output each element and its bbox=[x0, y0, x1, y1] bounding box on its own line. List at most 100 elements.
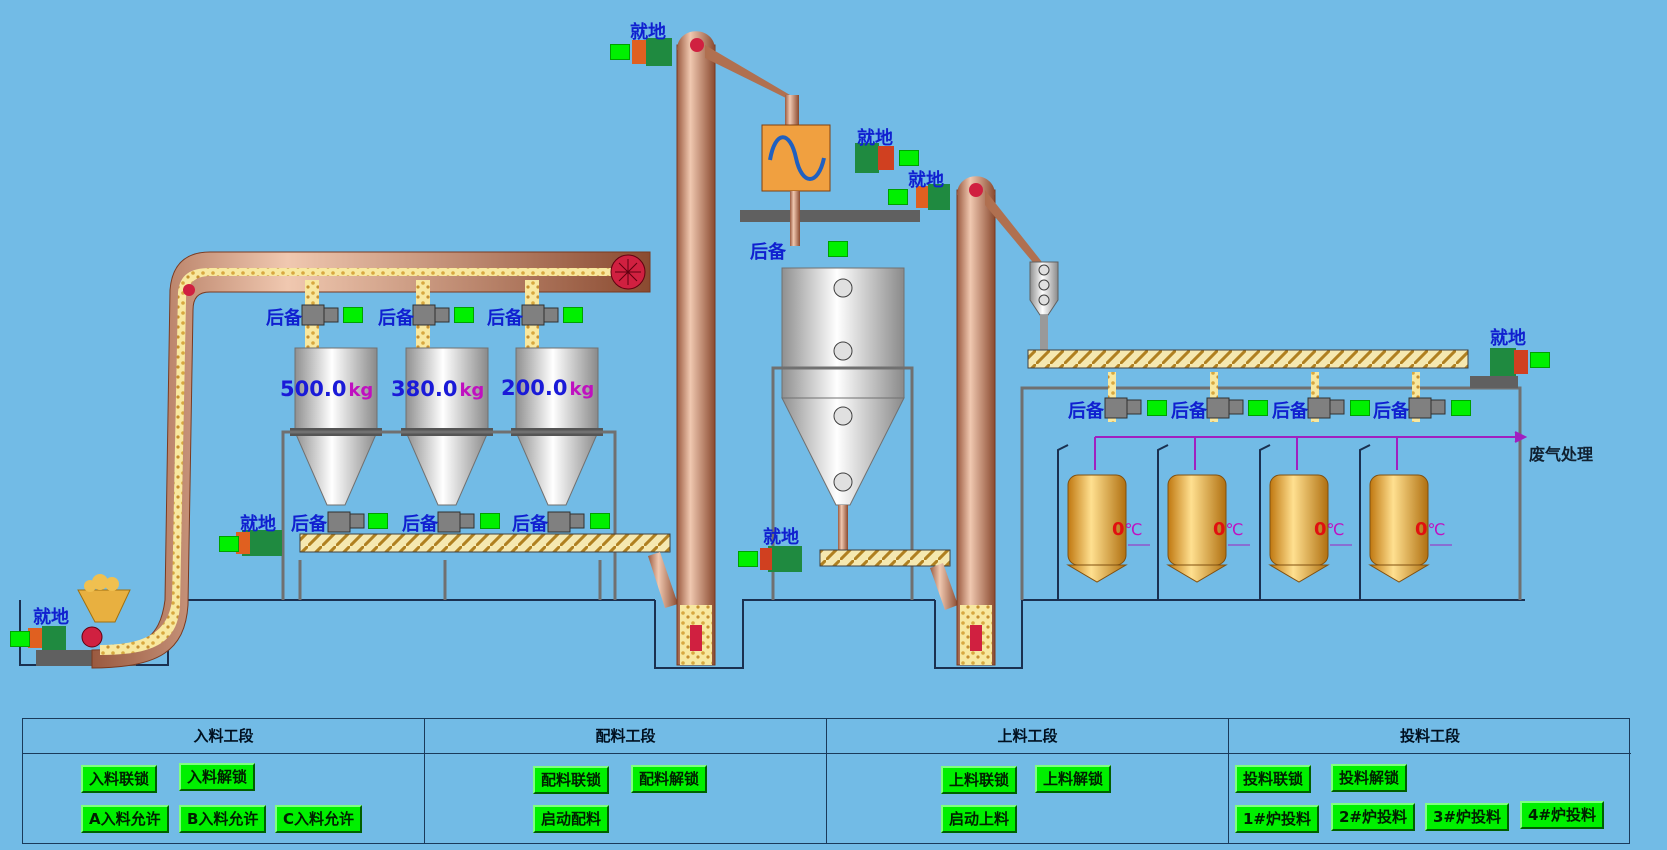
hopper-3-weight-value: 200.0 bbox=[501, 376, 568, 400]
control-panel: 入料工段 入料联锁 入料解锁 A入料允许 B入料允许 C入料允许 配料工段 配料… bbox=[22, 718, 1631, 844]
section-lifting-title: 上料工段 bbox=[827, 719, 1228, 754]
hopper-2-weight-unit: kg bbox=[459, 380, 485, 401]
batching-motor-status[interactable] bbox=[219, 536, 239, 552]
b-intake-allow-button[interactable]: B入料允许 bbox=[179, 805, 267, 833]
valve-mixer-outlet-status[interactable] bbox=[828, 241, 848, 257]
intake-motor-status[interactable] bbox=[10, 631, 30, 647]
hopper-2 bbox=[401, 280, 493, 506]
backup-label-furnace-4: 后备 bbox=[1373, 401, 1409, 422]
exhaust-label: 废气处理 bbox=[1529, 445, 1594, 464]
floor-lines bbox=[19, 599, 1525, 669]
valve-furnace-1-status[interactable] bbox=[1147, 400, 1167, 416]
hopper-1-weight-unit: kg bbox=[348, 380, 374, 401]
feeding-screw-motor-status[interactable] bbox=[1530, 352, 1550, 368]
valve-hopper-2-top-status[interactable] bbox=[454, 307, 474, 323]
section-intake: 入料工段 入料联锁 入料解锁 A入料允许 B入料允许 C入料允许 bbox=[23, 719, 425, 843]
hopper-1-weight-value: 500.0 bbox=[280, 377, 347, 401]
furnace-1-temp-unit: ℃ bbox=[1124, 520, 1143, 539]
elevator-2-motor-status[interactable] bbox=[888, 189, 908, 205]
main-elevator-2 bbox=[916, 176, 1042, 666]
backup-label-hopper-2-top: 后备 bbox=[378, 308, 414, 329]
local-label-silo-screw: 就地 bbox=[763, 527, 799, 548]
backup-label-hopper-3-top: 后备 bbox=[487, 308, 523, 329]
furnace-3-temp-unit: ℃ bbox=[1326, 520, 1345, 539]
backup-label-hopper-2-bottom: 后备 bbox=[402, 514, 438, 535]
valve-hopper-3-top-status[interactable] bbox=[563, 307, 583, 323]
c-intake-allow-button[interactable]: C入料允许 bbox=[275, 805, 363, 833]
intake-interlock-button[interactable]: 入料联锁 bbox=[81, 765, 158, 793]
process-diagram bbox=[19, 31, 1528, 669]
local-label-elevator-1: 就地 bbox=[630, 22, 666, 43]
start-batching-button[interactable]: 启动配料 bbox=[533, 805, 610, 833]
local-label-intake: 就地 bbox=[33, 607, 69, 628]
lifting-interlock-button[interactable]: 上料联锁 bbox=[941, 766, 1018, 794]
furnace-4-temp-unit: ℃ bbox=[1427, 520, 1446, 539]
lifting-unlock-button[interactable]: 上料解锁 bbox=[1035, 765, 1112, 793]
furnace-3-feed-button[interactable]: 3#炉投料 bbox=[1425, 803, 1510, 831]
feeding-unlock-button[interactable]: 投料解锁 bbox=[1331, 764, 1408, 792]
main-elevator-1 bbox=[632, 31, 790, 666]
intake-unlock-button[interactable]: 入料解锁 bbox=[179, 763, 256, 791]
batching-interlock-button[interactable]: 配料联锁 bbox=[533, 766, 610, 794]
feeding-screw-conveyor bbox=[1020, 348, 1528, 600]
backup-label-mixer-outlet: 后备 bbox=[750, 242, 786, 263]
valve-hopper-1-top-status[interactable] bbox=[343, 307, 363, 323]
furnace-4-feed-button[interactable]: 4#炉投料 bbox=[1520, 801, 1605, 829]
furnace-valves bbox=[1104, 397, 1446, 419]
furnace-2-temp: 0℃ bbox=[1213, 519, 1244, 540]
feeding-interlock-button[interactable]: 投料联锁 bbox=[1235, 765, 1312, 793]
furnace-1-feed-button[interactable]: 1#炉投料 bbox=[1235, 805, 1320, 833]
furnace-1 bbox=[1057, 372, 1150, 600]
batch-silo bbox=[760, 267, 958, 610]
local-label-elevator-2: 就地 bbox=[908, 170, 944, 191]
section-batching: 配料工段 配料联锁 配料解锁 启动配料 bbox=[425, 719, 827, 843]
mixer-motor-status[interactable] bbox=[899, 150, 919, 166]
section-batching-title: 配料工段 bbox=[425, 719, 826, 754]
backup-label-furnace-2: 后备 bbox=[1171, 401, 1207, 422]
furnace-2-temp-unit: ℃ bbox=[1225, 520, 1244, 539]
backup-label-hopper-3-bottom: 后备 bbox=[512, 514, 548, 535]
valve-furnace-3-status[interactable] bbox=[1350, 400, 1370, 416]
valve-hopper-2-bottom-status[interactable] bbox=[480, 513, 500, 529]
valve-hopper-3-bottom-status[interactable] bbox=[590, 513, 610, 529]
local-label-batching: 就地 bbox=[240, 514, 276, 535]
furnace-3 bbox=[1259, 372, 1352, 600]
valve-furnace-4-status[interactable] bbox=[1451, 400, 1471, 416]
hopper-2-weight-value: 380.0 bbox=[391, 377, 458, 401]
furnace-4 bbox=[1359, 372, 1452, 600]
section-feeding: 投料工段 投料联锁 投料解锁 1#炉投料 2#炉投料 3#炉投料 4#炉投料 bbox=[1229, 719, 1631, 843]
backup-label-furnace-3: 后备 bbox=[1272, 401, 1308, 422]
backup-label-furnace-1: 后备 bbox=[1068, 401, 1104, 422]
section-lifting: 上料工段 上料联锁 上料解锁 启动上料 bbox=[827, 719, 1229, 843]
furnace-1-temp-value: 0 bbox=[1112, 519, 1125, 540]
section-intake-title: 入料工段 bbox=[23, 719, 424, 754]
backup-label-hopper-1-top: 后备 bbox=[266, 308, 302, 329]
valve-hopper-1-bottom-status[interactable] bbox=[368, 513, 388, 529]
furnace-4-temp: 0℃ bbox=[1415, 519, 1446, 540]
cyclone bbox=[1029, 261, 1059, 350]
furnace-1-temp: 0℃ bbox=[1112, 519, 1143, 540]
furnace-2 bbox=[1157, 372, 1250, 600]
elevator-1-motor-status[interactable] bbox=[610, 44, 630, 60]
hopper-valves bbox=[301, 304, 585, 533]
local-label-mixer: 就地 bbox=[857, 128, 893, 149]
a-intake-allow-button[interactable]: A入料允许 bbox=[81, 805, 169, 833]
furnace-3-temp: 0℃ bbox=[1314, 519, 1345, 540]
hopper-frame bbox=[281, 430, 617, 600]
furnace-3-temp-value: 0 bbox=[1314, 519, 1327, 540]
batching-screw-conveyor bbox=[236, 530, 678, 608]
valve-furnace-2-status[interactable] bbox=[1248, 400, 1268, 416]
batching-unlock-button[interactable]: 配料解锁 bbox=[631, 765, 708, 793]
furnace-2-feed-button[interactable]: 2#炉投料 bbox=[1331, 803, 1416, 831]
silo-screw-motor-status[interactable] bbox=[738, 551, 758, 567]
screw-mixer bbox=[740, 95, 920, 246]
furnace-4-temp-value: 0 bbox=[1415, 519, 1428, 540]
hopper-3-weight-unit: kg bbox=[569, 379, 595, 400]
intake-station bbox=[28, 574, 136, 666]
left-bucket-elevator bbox=[91, 251, 651, 669]
start-lifting-button[interactable]: 启动上料 bbox=[941, 805, 1018, 833]
section-feeding-title: 投料工段 bbox=[1229, 719, 1631, 754]
